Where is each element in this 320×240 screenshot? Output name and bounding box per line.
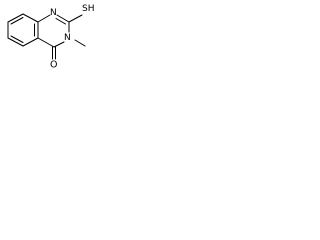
- bond-n1-c2-double-outer: [56, 14, 70, 23]
- bond-inner-c8-c7: [10, 17, 24, 25]
- carbonyl-oxygen-label: O: [50, 60, 57, 71]
- molecule-canvas: N SH N O: [0, 0, 103, 73]
- bond-inner-c6-c5: [10, 35, 24, 43]
- bond-c6-c5: [7, 37, 24, 47]
- bond-c8a-n1: [37, 14, 51, 23]
- bond-c5-c4a: [22, 37, 39, 47]
- bond-c8-c7: [7, 13, 24, 23]
- bond-n1-c2-double-inner: [55, 18, 66, 25]
- bond-c4-c4a: [37, 37, 55, 48]
- n1-atom-label: N: [50, 8, 57, 18]
- structure-diagram: N SH N O: [7, 4, 94, 71]
- n3-atom-label: N: [64, 33, 71, 43]
- bond-n3-methyl: [74, 39, 86, 47]
- bond-c8a-c8: [22, 13, 39, 23]
- thiol-atom-label: SH: [82, 4, 94, 14]
- bond-n3-c4: [53, 41, 65, 48]
- bond-c2-s: [68, 14, 83, 23]
